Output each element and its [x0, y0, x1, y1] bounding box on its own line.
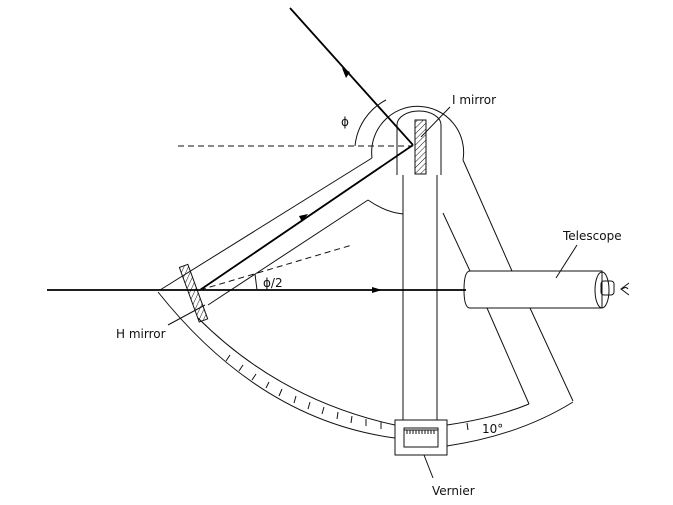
telescope-label: Telescope — [562, 229, 622, 243]
pivot-housing — [371, 105, 465, 161]
light-rays — [47, 7, 466, 293]
reflected-ray — [199, 144, 414, 291]
i-mirror — [414, 119, 427, 175]
sextant-frame — [157, 105, 574, 447]
i-mirror-label: I mirror — [452, 93, 496, 107]
outer-arc-left — [157, 291, 396, 439]
eye-icon — [620, 282, 630, 296]
inner-arc-left — [197, 317, 396, 426]
vernier-label: Vernier — [432, 484, 475, 498]
inner-arc-right — [446, 403, 530, 426]
scale-ticks — [225, 354, 469, 431]
mirror-normal — [199, 244, 353, 291]
vernier — [394, 419, 448, 456]
scale-mark-label: 10° — [482, 422, 503, 436]
upper-strut-outer — [159, 157, 373, 291]
incoming-ray — [289, 7, 414, 146]
phi-arc — [354, 99, 387, 147]
upper-strut-inner — [207, 199, 369, 306]
h-mirror-label: H mirror — [116, 327, 166, 341]
frame-ridge — [367, 199, 404, 215]
phi-label: ϕ — [341, 115, 349, 129]
outer-arc-right — [446, 401, 574, 447]
h-mirror — [178, 263, 209, 323]
half-angle-arc — [254, 273, 258, 291]
index-arm — [402, 175, 438, 420]
index-arm-slot — [396, 110, 442, 175]
phi-half-label: ϕ/2 — [263, 276, 283, 290]
telescope — [463, 270, 630, 309]
